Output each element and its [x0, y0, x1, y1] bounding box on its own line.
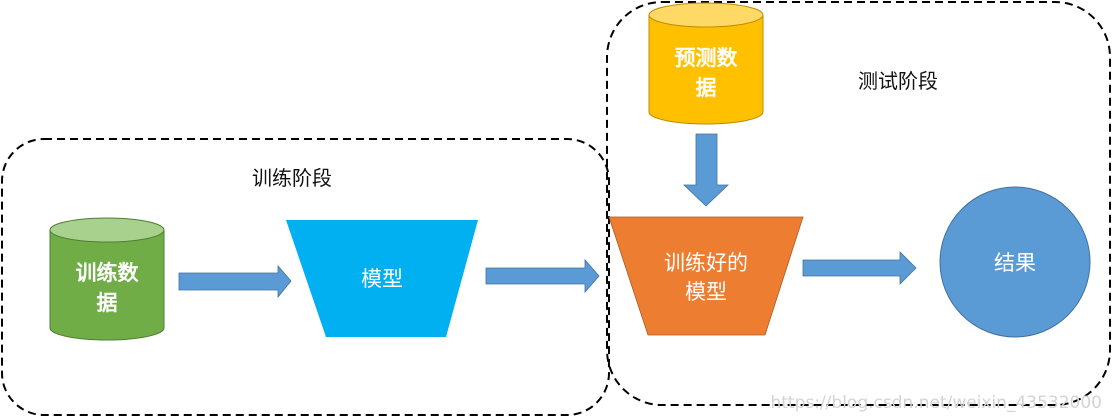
trained-model-label-line2: 模型 — [685, 280, 727, 304]
training-stage-label: 训练阶段 — [252, 166, 332, 190]
training-stage-box — [1, 138, 610, 416]
testing-stage-label: 测试阶段 — [858, 69, 938, 93]
trained-model-label-line1: 训练好的 — [664, 251, 748, 275]
arrow-trained-model-to-result — [802, 251, 917, 285]
testing-stage-box — [606, 1, 1111, 406]
trained-model-trapezoid-shape — [608, 216, 804, 336]
prediction-data-cylinder-body — [648, 14, 764, 125]
prediction-data-cylinder: 预测数 据 — [648, 2, 764, 125]
arrow-training-data-to-model — [178, 264, 292, 299]
prediction-data-label-line2: 据 — [696, 76, 717, 100]
result-circle-shape — [939, 186, 1091, 338]
model-trapezoid-shape — [286, 220, 478, 337]
prediction-data-label-line1: 预测数 — [675, 46, 739, 70]
model-trapezoid: 模型 — [286, 220, 478, 337]
prediction-data-cylinder-top — [648, 2, 764, 28]
result-label: 结果 — [994, 251, 1036, 275]
arrow-model-to-trained-model — [485, 258, 600, 294]
arrow-prediction-data-to-trained-model — [683, 133, 729, 207]
model-label: 模型 — [361, 267, 403, 291]
training-data-label-line2: 据 — [97, 291, 118, 315]
training-data-cylinder: 训练数 据 — [49, 217, 165, 341]
training-data-cylinder-body — [49, 229, 165, 341]
watermark-text: https://blog.csdn.net/weixin_43532000 — [770, 393, 1102, 413]
result-circle: 结果 — [939, 186, 1091, 338]
trained-model-trapezoid: 训练好的 模型 — [608, 216, 804, 336]
training-data-cylinder-top — [49, 217, 165, 243]
training-data-label-line1: 训练数 — [76, 261, 140, 285]
